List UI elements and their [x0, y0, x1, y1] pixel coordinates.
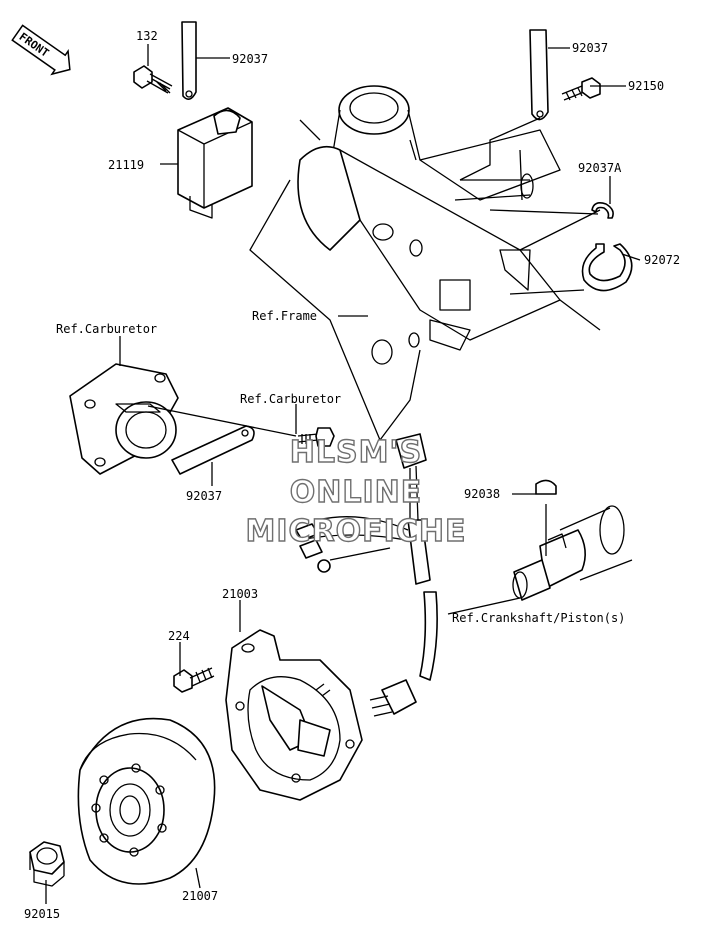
- label-92038: 92038: [464, 487, 500, 501]
- label-ref-carburetor-mid: Ref.Carburetor: [240, 392, 341, 406]
- label-92037-top-left: 92037: [232, 52, 268, 66]
- label-92015: 92015: [24, 907, 60, 921]
- label-92037-mid: 92037: [186, 489, 222, 503]
- crankshaft-drawing: [512, 505, 633, 601]
- label-92037A: 92037A: [578, 161, 622, 175]
- bolt-132-drawing: [133, 65, 173, 94]
- label-224: 224: [168, 629, 190, 643]
- watermark-line-2: ONLINE: [290, 475, 423, 510]
- label-ref-frame: Ref.Frame: [252, 309, 317, 323]
- stator-wiring-harness-drawing: [295, 433, 438, 717]
- watermark-line-3: MICROFICHE: [246, 514, 467, 549]
- label-132: 132: [136, 29, 158, 43]
- bolt-92150-drawing: [561, 77, 601, 101]
- frame-drawing: [249, 85, 601, 441]
- label-ref-crankshaft-pistons: Ref.Crankshaft/Piston(s): [452, 611, 625, 625]
- watermark-line-1: HLSM'S: [290, 435, 422, 470]
- front-direction-badge: FRONT: [11, 24, 71, 76]
- carburetor-holder-drawing: [69, 363, 179, 475]
- label-92072: 92072: [644, 253, 680, 267]
- label-21119: 21119: [108, 158, 144, 172]
- label-21003: 21003: [222, 587, 258, 601]
- label-92150: 92150: [628, 79, 664, 93]
- watermark: HLSM'S ONLINE MICROFICHE: [245, 434, 467, 549]
- label-92037-top-right: 92037: [572, 41, 608, 55]
- label-ref-carburetor-left: Ref.Carburetor: [56, 322, 157, 336]
- cdi-unit-21119-drawing: [177, 107, 253, 219]
- stator-plate-21003-drawing: [225, 629, 363, 801]
- nut-92015-drawing: [29, 841, 65, 887]
- clamp-92037A-drawing: [591, 202, 614, 219]
- strap-92037-mid-drawing: [171, 425, 255, 475]
- label-21007: 21007: [182, 889, 218, 903]
- strap-92037-top-left-drawing: [181, 21, 197, 100]
- bolt-224-drawing: [173, 667, 215, 693]
- clamp-92072-drawing: [581, 243, 633, 292]
- flywheel-21007-drawing: [77, 717, 216, 885]
- leader-lines: [45, 44, 641, 904]
- woodruff-key-92038-drawing: [535, 479, 557, 495]
- strap-92037-top-right-drawing: [529, 29, 549, 121]
- carburetor-bolt-drawing: [297, 427, 335, 447]
